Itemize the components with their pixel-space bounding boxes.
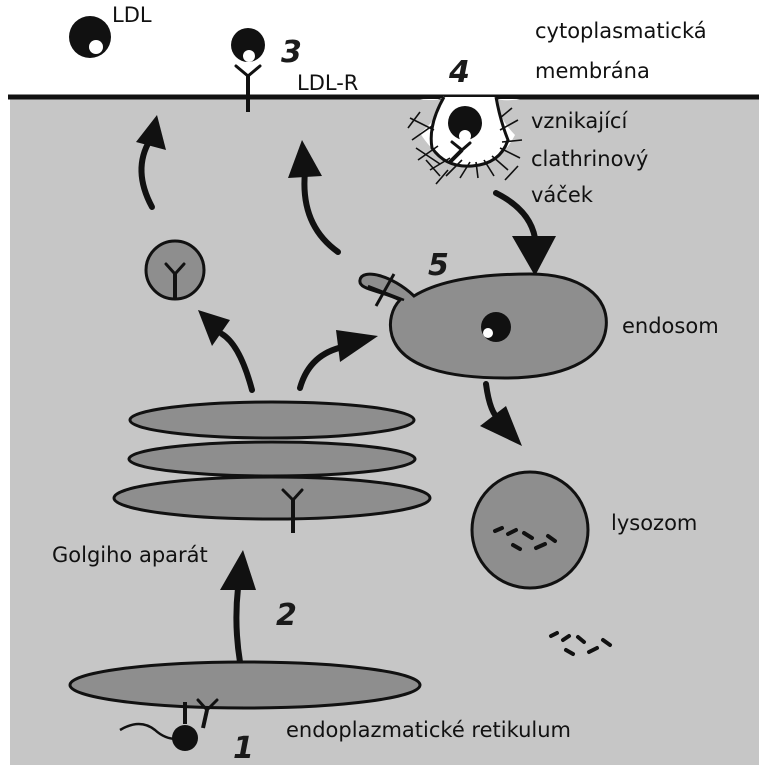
clathrin-vesicle-label-line2: clathrinový	[531, 147, 648, 171]
clathrin-vesicle-label-line1: vznikající	[531, 109, 628, 133]
golgi-apparatus	[112, 400, 432, 533]
endoplasmic-reticulum	[68, 660, 422, 751]
step-number-3: 3	[281, 35, 302, 70]
degradation-fragments	[549, 631, 612, 656]
arrow-receptor-recycling	[288, 140, 341, 255]
arrow-endosome-to-lysosome	[480, 381, 522, 446]
endosome	[358, 272, 608, 380]
transport-vesicle	[144, 239, 206, 301]
arrow-golgi-to-endosome	[297, 330, 378, 391]
lysosome	[470, 470, 590, 590]
cytoplasmic-membrane-label-line2: membrána	[535, 59, 650, 83]
ldl-particle-free	[69, 16, 111, 58]
er-label: endoplazmatické retikulum	[286, 718, 571, 742]
lysosome-label: lysozom	[611, 511, 697, 535]
arrow-vesicle-to-membrane	[136, 115, 166, 210]
ldl-r-label: LDL-R	[297, 71, 358, 95]
ldl-bound-to-receptor	[231, 28, 265, 112]
arrow-vesicle-to-endosome	[493, 190, 556, 276]
cytoplasmic-membrane-label-line1: cytoplasmatická	[535, 19, 707, 43]
step-number-5: 5	[428, 248, 449, 283]
step-number-1: 1	[233, 731, 254, 765]
arrow-golgi-to-vesicle	[198, 310, 255, 393]
arrow-er-to-golgi	[220, 550, 256, 665]
clathrin-coated-pit	[407, 96, 523, 185]
clathrin-vesicle-label-line3: váček	[531, 183, 594, 207]
step-number-4: 4	[448, 55, 470, 90]
golgi-label: Golgiho aparát	[52, 543, 208, 567]
step-number-2: 2	[276, 598, 297, 633]
endosome-label: endosom	[622, 314, 719, 338]
ldl-label: LDL	[112, 3, 152, 27]
